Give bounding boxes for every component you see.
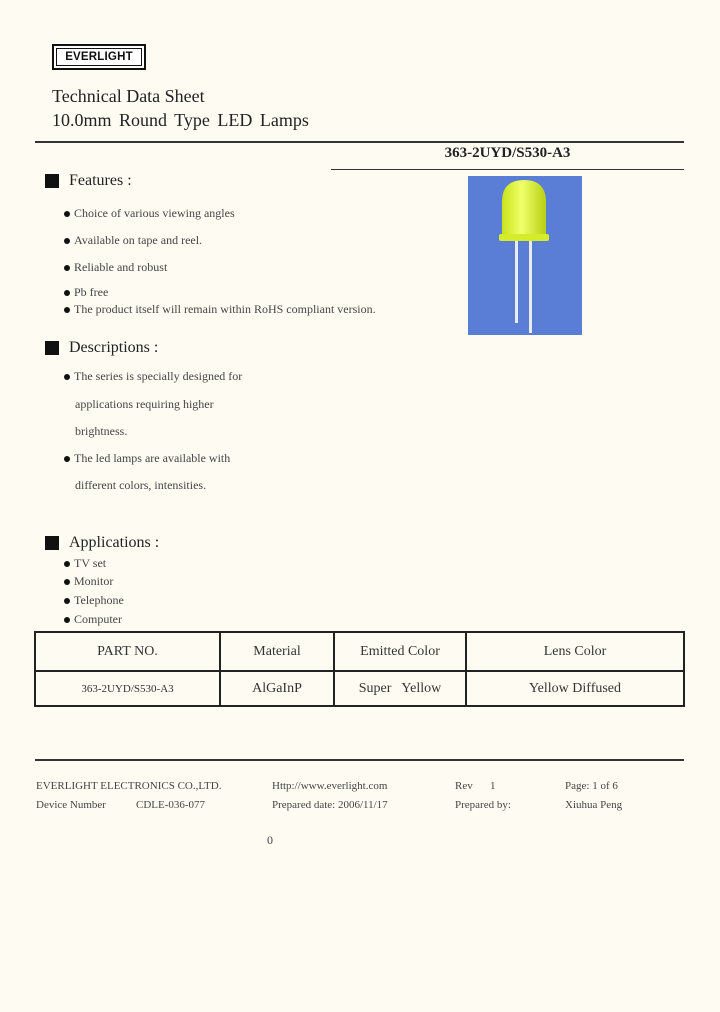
application-item: Computer	[64, 612, 122, 627]
footer-device-value: CDLE-036-077	[136, 799, 206, 811]
table-header-cell: Material	[219, 631, 335, 672]
footer-device-label: Device Number	[36, 799, 106, 811]
application-item: Monitor	[64, 574, 113, 589]
footer-rev-label: Rev	[455, 780, 473, 792]
description-line: The led lamps are available with	[64, 451, 230, 466]
spec-table: PART NO. Material Emitted Color Lens Col…	[34, 631, 685, 707]
document-title: Technical Data Sheet	[52, 86, 205, 106]
bullet-icon	[64, 264, 70, 271]
features-heading-text: Features :	[69, 172, 132, 189]
description-line: different colors, intensities.	[75, 478, 207, 492]
document-subtitle: 10.0mm Round Type LED Lamps	[52, 110, 309, 130]
section-square-icon	[45, 174, 59, 188]
descriptions-heading: Descriptions :	[45, 339, 158, 357]
features-item: Available on tape and reel.	[64, 233, 202, 248]
bullet-icon	[64, 306, 70, 313]
description-line: brightness.	[75, 424, 128, 438]
table-cell-part-no: 363-2UYD/S530-A3	[34, 670, 221, 707]
footer-page: Page: 1 of 6	[565, 780, 618, 792]
features-item: Reliable and robust	[64, 260, 167, 275]
footer-prepared-by-value: Xiuhua Peng	[565, 799, 623, 811]
features-item: The product itself will remain within Ro…	[64, 302, 376, 317]
table-cell-emitted-color: Super Yellow	[333, 670, 467, 707]
table-cell-lens-color: Yellow Diffused	[465, 670, 685, 707]
footer-company: EVERLIGHT ELECTRONICS CO.,LTD.	[36, 780, 222, 792]
bullet-icon	[64, 289, 70, 296]
table-header-cell: PART NO.	[34, 631, 221, 672]
section-square-icon	[45, 341, 59, 355]
features-heading: Features :	[45, 172, 132, 190]
logo-text: EVERLIGHT	[56, 48, 142, 66]
bullet-icon	[64, 455, 70, 462]
section-square-icon	[45, 536, 59, 550]
description-line: applications requiring higher	[75, 397, 214, 411]
bullet-icon	[64, 578, 70, 585]
page-index: 0	[267, 833, 273, 847]
application-item: Telephone	[64, 593, 124, 608]
part-number-title: 363-2UYD/S530-A3	[444, 145, 571, 161]
bullet-icon	[64, 210, 70, 217]
table-header-cell: Emitted Color	[333, 631, 467, 672]
table-header-cell: Lens Color	[465, 631, 685, 672]
applications-heading: Applications :	[45, 534, 159, 552]
bullet-icon	[64, 597, 70, 604]
application-item: TV set	[64, 556, 106, 571]
header-rule	[35, 141, 684, 143]
features-item: Choice of various viewing angles	[64, 206, 235, 221]
footer-rule	[35, 759, 684, 761]
bullet-icon	[64, 373, 70, 380]
bullet-icon	[64, 616, 70, 623]
footer-website: Http://www.everlight.com	[272, 780, 388, 792]
footer-rev-value: 1	[490, 780, 496, 792]
bullet-icon	[64, 237, 70, 244]
table-header-row: PART NO. Material Emitted Color Lens Col…	[34, 631, 685, 672]
applications-heading-text: Applications :	[69, 534, 160, 551]
everlight-logo: EVERLIGHT	[52, 44, 146, 70]
part-number-underline	[331, 169, 684, 170]
footer-prepared-by-label: Prepared by:	[455, 799, 511, 811]
led-lamp-illustration	[468, 176, 582, 335]
bullet-icon	[64, 560, 70, 567]
features-item: Pb free	[64, 285, 108, 300]
table-row: 363-2UYD/S530-A3 AlGaInP Super Yellow Ye…	[34, 670, 685, 707]
table-cell-material: AlGaInP	[219, 670, 335, 707]
led-product-photo	[468, 176, 582, 335]
descriptions-heading-text: Descriptions :	[69, 339, 159, 356]
description-line: The series is specially designed for	[64, 369, 242, 384]
footer-prepared-date: Prepared date: 2006/11/17	[272, 799, 388, 811]
